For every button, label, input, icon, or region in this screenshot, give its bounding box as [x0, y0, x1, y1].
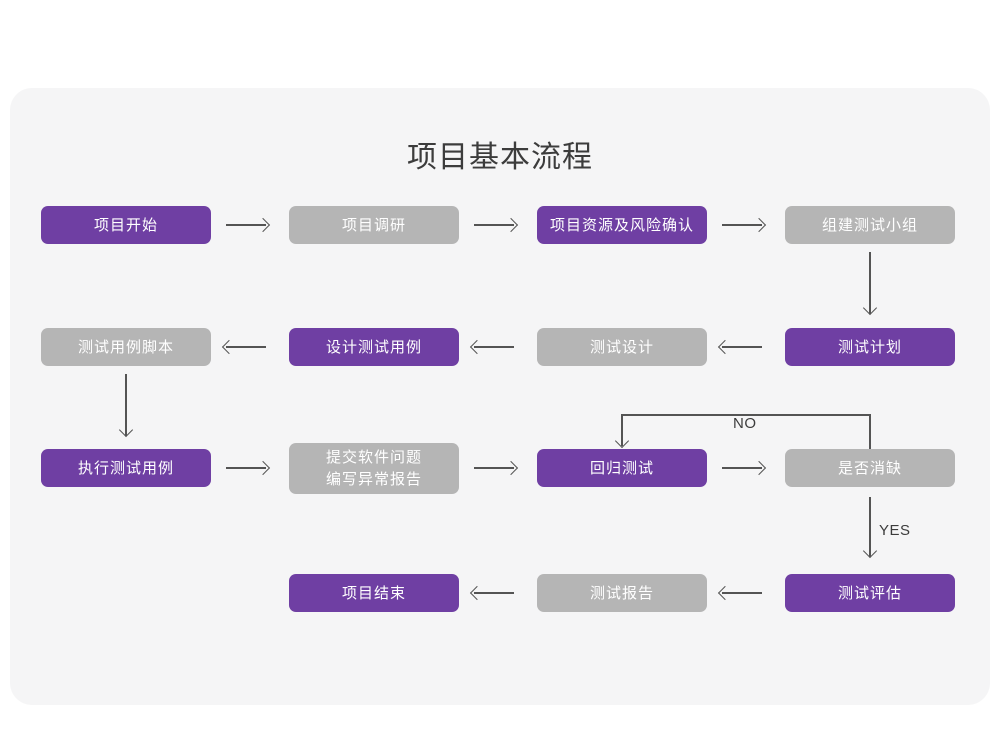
edge-line-n2-n3 [474, 224, 514, 226]
edge-line-n7-n6 [474, 346, 514, 348]
node-test-case-script: 测试用例脚本 [41, 328, 211, 366]
node-defect-resolved-decision: 是否消缺 [785, 449, 955, 487]
node-execute-test-case: 执行测试用例 [41, 449, 211, 487]
node-resource-risk-confirm: 项目资源及风险确认 [537, 206, 707, 244]
edge-line-no-left-drop [621, 414, 623, 446]
edge-line-n9-n10 [226, 467, 266, 469]
node-test-plan: 测试计划 [785, 328, 955, 366]
node-label: 项目资源及风险确认 [549, 216, 694, 234]
node-design-test-case: 设计测试用例 [289, 328, 459, 366]
node-label: 测试设计 [589, 338, 654, 356]
node-label: 执行测试用例 [77, 459, 174, 477]
node-label: 回归测试 [589, 459, 654, 477]
node-label: 是否消缺 [837, 459, 902, 477]
edge-line-no-right-riser [869, 414, 871, 450]
node-label: 项目调研 [341, 216, 406, 234]
node-label: 测试评估 [837, 584, 902, 602]
node-project-end: 项目结束 [289, 574, 459, 612]
node-label: 测试计划 [837, 338, 902, 356]
edge-line-n15-n14 [722, 592, 762, 594]
edge-line-n4-n8 [869, 252, 871, 314]
flowchart-card [10, 88, 990, 705]
node-test-evaluation: 测试评估 [785, 574, 955, 612]
node-label: 项目开始 [93, 216, 158, 234]
node-test-report: 测试报告 [537, 574, 707, 612]
edge-line-n11-n12 [722, 467, 762, 469]
node-build-test-team: 组建测试小组 [785, 206, 955, 244]
edge-line-n8-n7 [722, 346, 762, 348]
node-label: 组建测试小组 [821, 216, 918, 234]
node-label: 设计测试用例 [325, 338, 422, 356]
edge-label-no: NO [733, 415, 757, 432]
node-project-research: 项目调研 [289, 206, 459, 244]
edge-line-n10-n11 [474, 467, 514, 469]
node-label: 提交软件问题 编写异常报告 [325, 448, 422, 488]
edge-line-n1-n2 [226, 224, 266, 226]
page-title: 项目基本流程 [407, 141, 593, 174]
node-test-design: 测试设计 [537, 328, 707, 366]
edge-line-n5-n9 [125, 374, 127, 436]
edge-line-n3-n4 [722, 224, 762, 226]
edge-label-yes: YES [879, 522, 911, 539]
node-label: 测试用例脚本 [77, 338, 174, 356]
node-submit-issue-report: 提交软件问题 编写异常报告 [289, 443, 459, 494]
edge-line-yes [869, 497, 871, 557]
node-project-start: 项目开始 [41, 206, 211, 244]
edge-line-no-top [621, 414, 871, 416]
edge-line-n6-n5 [226, 346, 266, 348]
node-label: 项目结束 [341, 584, 406, 602]
node-label: 测试报告 [589, 584, 654, 602]
node-regression-test: 回归测试 [537, 449, 707, 487]
edge-line-n14-n13 [474, 592, 514, 594]
